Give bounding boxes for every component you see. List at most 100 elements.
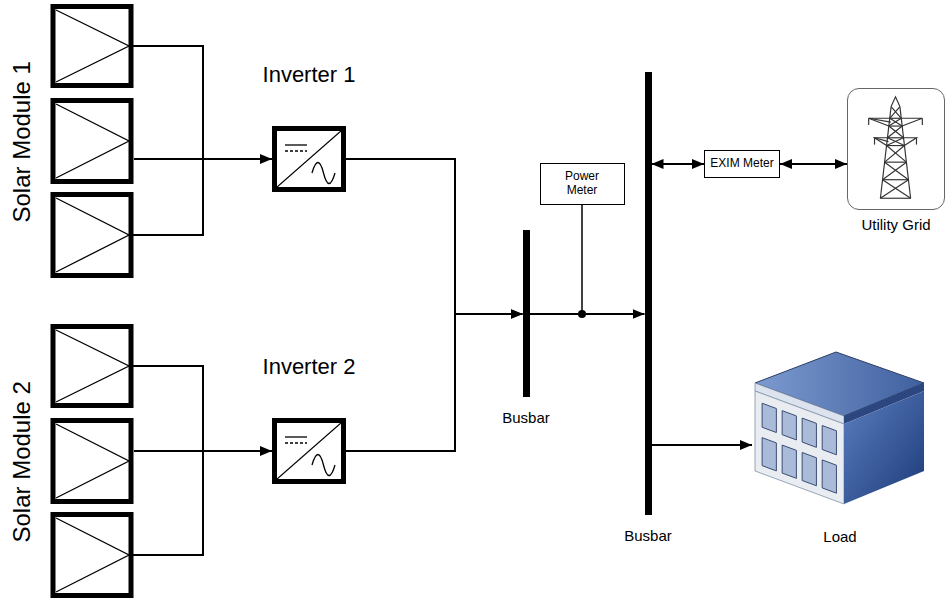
module-bracket-wires: [132, 46, 203, 555]
busbar-label-holder: Busbar: [486, 409, 566, 426]
building-window: [802, 452, 816, 485]
module-1-bracket: [132, 46, 203, 235]
panel-frame: [53, 195, 131, 276]
building-window: [822, 460, 836, 493]
connector: [652, 163, 705, 165]
drawing-part: [869, 118, 891, 122]
building-window: [762, 438, 776, 471]
module-2-bracket: [132, 366, 203, 555]
drawing-part: [885, 162, 909, 180]
drawing-part: [887, 138, 904, 146]
solar-panels: [50, 322, 134, 602]
drawing-part: [885, 162, 907, 163]
utility-grid-box: Utility Grid: [847, 88, 945, 233]
node-label: Inverter 1: [263, 62, 356, 88]
busbar-bar: [523, 230, 530, 397]
load-building: Load: [752, 328, 928, 545]
inverter-diagonal: [277, 423, 341, 479]
drawing-part: [887, 145, 905, 146]
connector: [134, 450, 272, 452]
grid-label-holder: Utility Grid: [847, 216, 945, 233]
connector: [530, 313, 645, 315]
busbar: Busbar: [608, 72, 688, 544]
solar-module-group: Solar Module 2: [2, 322, 134, 602]
drawing-part: [887, 138, 904, 146]
building-front: [755, 391, 844, 504]
drawing-part: [904, 138, 917, 146]
solar-panel: [53, 7, 131, 86]
panel-chevron: [56, 518, 129, 592]
drawing-part: [891, 97, 900, 107]
ac-symbol: [312, 455, 335, 476]
dc-symbol: [285, 442, 307, 443]
node-label: Busbar: [502, 409, 550, 426]
building-window: [802, 418, 816, 447]
busbar: Busbar: [486, 230, 566, 426]
panel-frame: [53, 101, 131, 182]
panel-frame: [53, 421, 131, 502]
panel-chevron: [56, 104, 129, 178]
connector: [346, 314, 523, 451]
panel-chevron: [56, 330, 129, 402]
node-label: EXIM Meter: [710, 157, 773, 171]
building-window: [822, 426, 836, 455]
transmission-tower: [869, 97, 923, 198]
dc-symbol: [285, 436, 307, 437]
node-label: Busbar: [624, 527, 672, 544]
meter-tap-wire: [581, 205, 583, 314]
busbar-label-holder: Busbar: [608, 527, 688, 544]
connector: [780, 163, 847, 165]
meter-box: Power Meter: [540, 163, 625, 205]
drawing-part: [889, 125, 902, 126]
drawing-part: [869, 118, 890, 126]
ac-symbol: [312, 163, 335, 184]
drawing-part: [890, 118, 902, 126]
drawing-part: [922, 118, 923, 125]
building-window: [782, 411, 796, 440]
building-window: [782, 445, 796, 478]
dc-symbol: [285, 144, 307, 145]
drawing-part: [875, 138, 888, 146]
drawing-part: [889, 126, 904, 138]
drawing-part: [885, 146, 905, 163]
solar-module-group: Solar Module 1: [2, 2, 134, 282]
busbar-bar: [645, 72, 652, 515]
node-label: Power Meter: [552, 170, 612, 198]
drawing-part: [875, 138, 889, 142]
panel-frame: [53, 515, 131, 596]
drawing-part: [890, 107, 900, 119]
inverter-box: Inverter 1: [250, 62, 368, 192]
meter-box: EXIM Meter: [704, 150, 780, 178]
grid-frame: [847, 88, 945, 210]
drawing-part: [887, 146, 907, 163]
inverter-heading: Inverter 1: [250, 62, 368, 88]
drawing-part: [880, 180, 908, 199]
load-label-holder: Load: [752, 528, 928, 545]
building-icon: [755, 352, 924, 504]
building-side: [844, 391, 924, 504]
solar-panel: [53, 101, 131, 182]
node-label: Solar Module 2: [8, 381, 36, 542]
module-label-holder: Solar Module 1: [2, 2, 42, 282]
drawing-part: [883, 179, 909, 180]
drawing-part: [883, 162, 907, 180]
panel-chevron: [56, 198, 129, 272]
drawing-part: [880, 198, 910, 199]
node-label: Load: [823, 528, 856, 545]
drawing-part: [874, 138, 875, 145]
solar-panel: [53, 195, 131, 276]
solar-panel: [53, 327, 131, 406]
drawing-part: [901, 118, 922, 126]
inverter-heading: Inverter 2: [250, 354, 368, 380]
connector: [346, 159, 523, 314]
solar-panels: [50, 2, 134, 282]
panel-frame: [53, 327, 131, 406]
panel-chevron: [56, 10, 129, 82]
drawing-part: [887, 137, 903, 138]
building-drawing: [752, 328, 928, 508]
panel-frame: [53, 7, 131, 86]
inverter-frame: [272, 418, 346, 484]
